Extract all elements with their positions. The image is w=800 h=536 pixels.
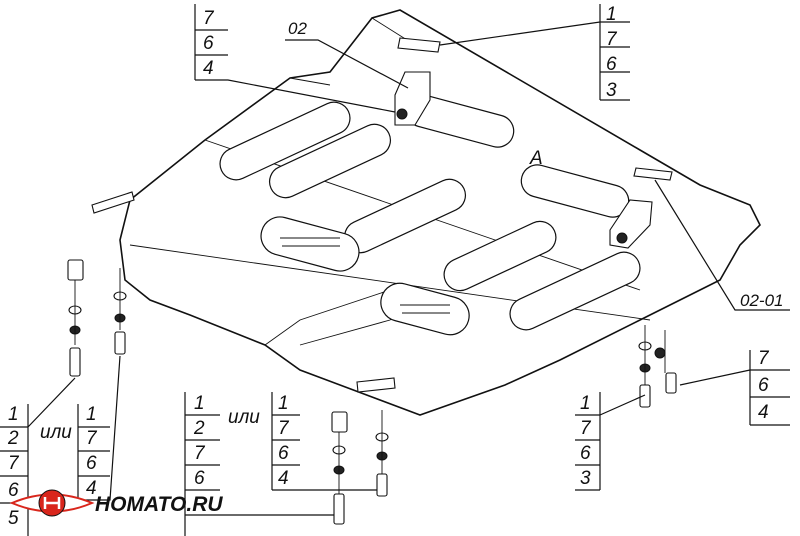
- plate-slots: [219, 94, 641, 336]
- callout-left-5: 5: [8, 508, 19, 529]
- callout-top-left-3: 4: [203, 58, 214, 79]
- callout-center-left-3: 7: [194, 443, 206, 464]
- center-fastener-stack: [331, 410, 389, 525]
- callout-right-side: 7 6 4: [679, 348, 790, 426]
- callout-right-lower-1: 1: [580, 393, 591, 414]
- callout-right-side-1: 7: [758, 348, 770, 369]
- callout-right-side-2: 6: [758, 375, 769, 396]
- callout-right-lower-3: 6: [580, 443, 591, 464]
- callout-right-lower-2: 7: [580, 418, 592, 439]
- callout-top-right-3: 6: [606, 54, 617, 75]
- callout-center-left-1: 1: [194, 393, 205, 414]
- callout-left: 1 2 7 6 5 или: [0, 377, 76, 536]
- callout-left-or: или: [40, 422, 72, 443]
- callout-02-01: 02-01: [654, 179, 790, 311]
- nut-plate-left: [91, 191, 135, 214]
- right-fastener-stack: [638, 325, 677, 408]
- callout-center-right-3: 6: [278, 443, 289, 464]
- nut-plate-top: [397, 37, 441, 53]
- callout-top-left-1: 7: [203, 8, 215, 29]
- callout-top-left-2: 6: [203, 33, 214, 54]
- callout-top-right-4: 3: [606, 80, 617, 101]
- callout-center-left-2: 2: [193, 418, 205, 439]
- callout-top-right-1: 1: [606, 4, 617, 25]
- callout-center-or: или: [228, 407, 260, 428]
- callout-left-second-2: 7: [86, 428, 98, 449]
- callout-left-3: 7: [8, 453, 20, 474]
- nut-plate-bottom: [356, 377, 396, 393]
- ref-02-01-label: 02-01: [740, 291, 783, 310]
- callout-02: 02: [285, 19, 409, 89]
- plate-mark-a: A: [529, 148, 543, 169]
- callout-left-second: 1 7 6 4: [77, 355, 121, 501]
- callout-center-left: 1 2 7 6 или: [184, 392, 334, 536]
- callout-right-side-3: 4: [758, 402, 769, 423]
- callout-center-right-4: 4: [278, 468, 289, 489]
- callout-top-right-2: 7: [606, 29, 618, 50]
- nut-plate-right: [633, 167, 673, 181]
- homato-logo: HOMATO.RU: [9, 489, 223, 517]
- callout-top-left: 7 6 4: [194, 4, 396, 113]
- callout-center-right-1: 1: [278, 393, 289, 414]
- left-fastener-stack: [67, 259, 127, 377]
- callout-right-lower: 1 7 6 3: [575, 392, 646, 491]
- callout-top-right: 1 7 6 3: [439, 4, 630, 101]
- callout-left-4: 6: [8, 480, 19, 501]
- ref-02-label: 02: [288, 19, 307, 38]
- callout-left-second-1: 1: [86, 404, 97, 425]
- callout-center-right: 1 7 6 4: [271, 392, 377, 491]
- callout-right-lower-4: 3: [580, 468, 591, 489]
- callout-left-second-3: 6: [86, 453, 97, 474]
- callout-center-right-2: 7: [278, 418, 290, 439]
- callout-left-2: 2: [7, 428, 19, 449]
- bracket-02-01: [609, 199, 653, 249]
- callout-left-second-4: 4: [86, 478, 97, 499]
- logo-text: HOMATO.RU: [95, 493, 223, 516]
- callout-left-1: 1: [8, 404, 19, 425]
- callout-center-left-4: 6: [194, 468, 205, 489]
